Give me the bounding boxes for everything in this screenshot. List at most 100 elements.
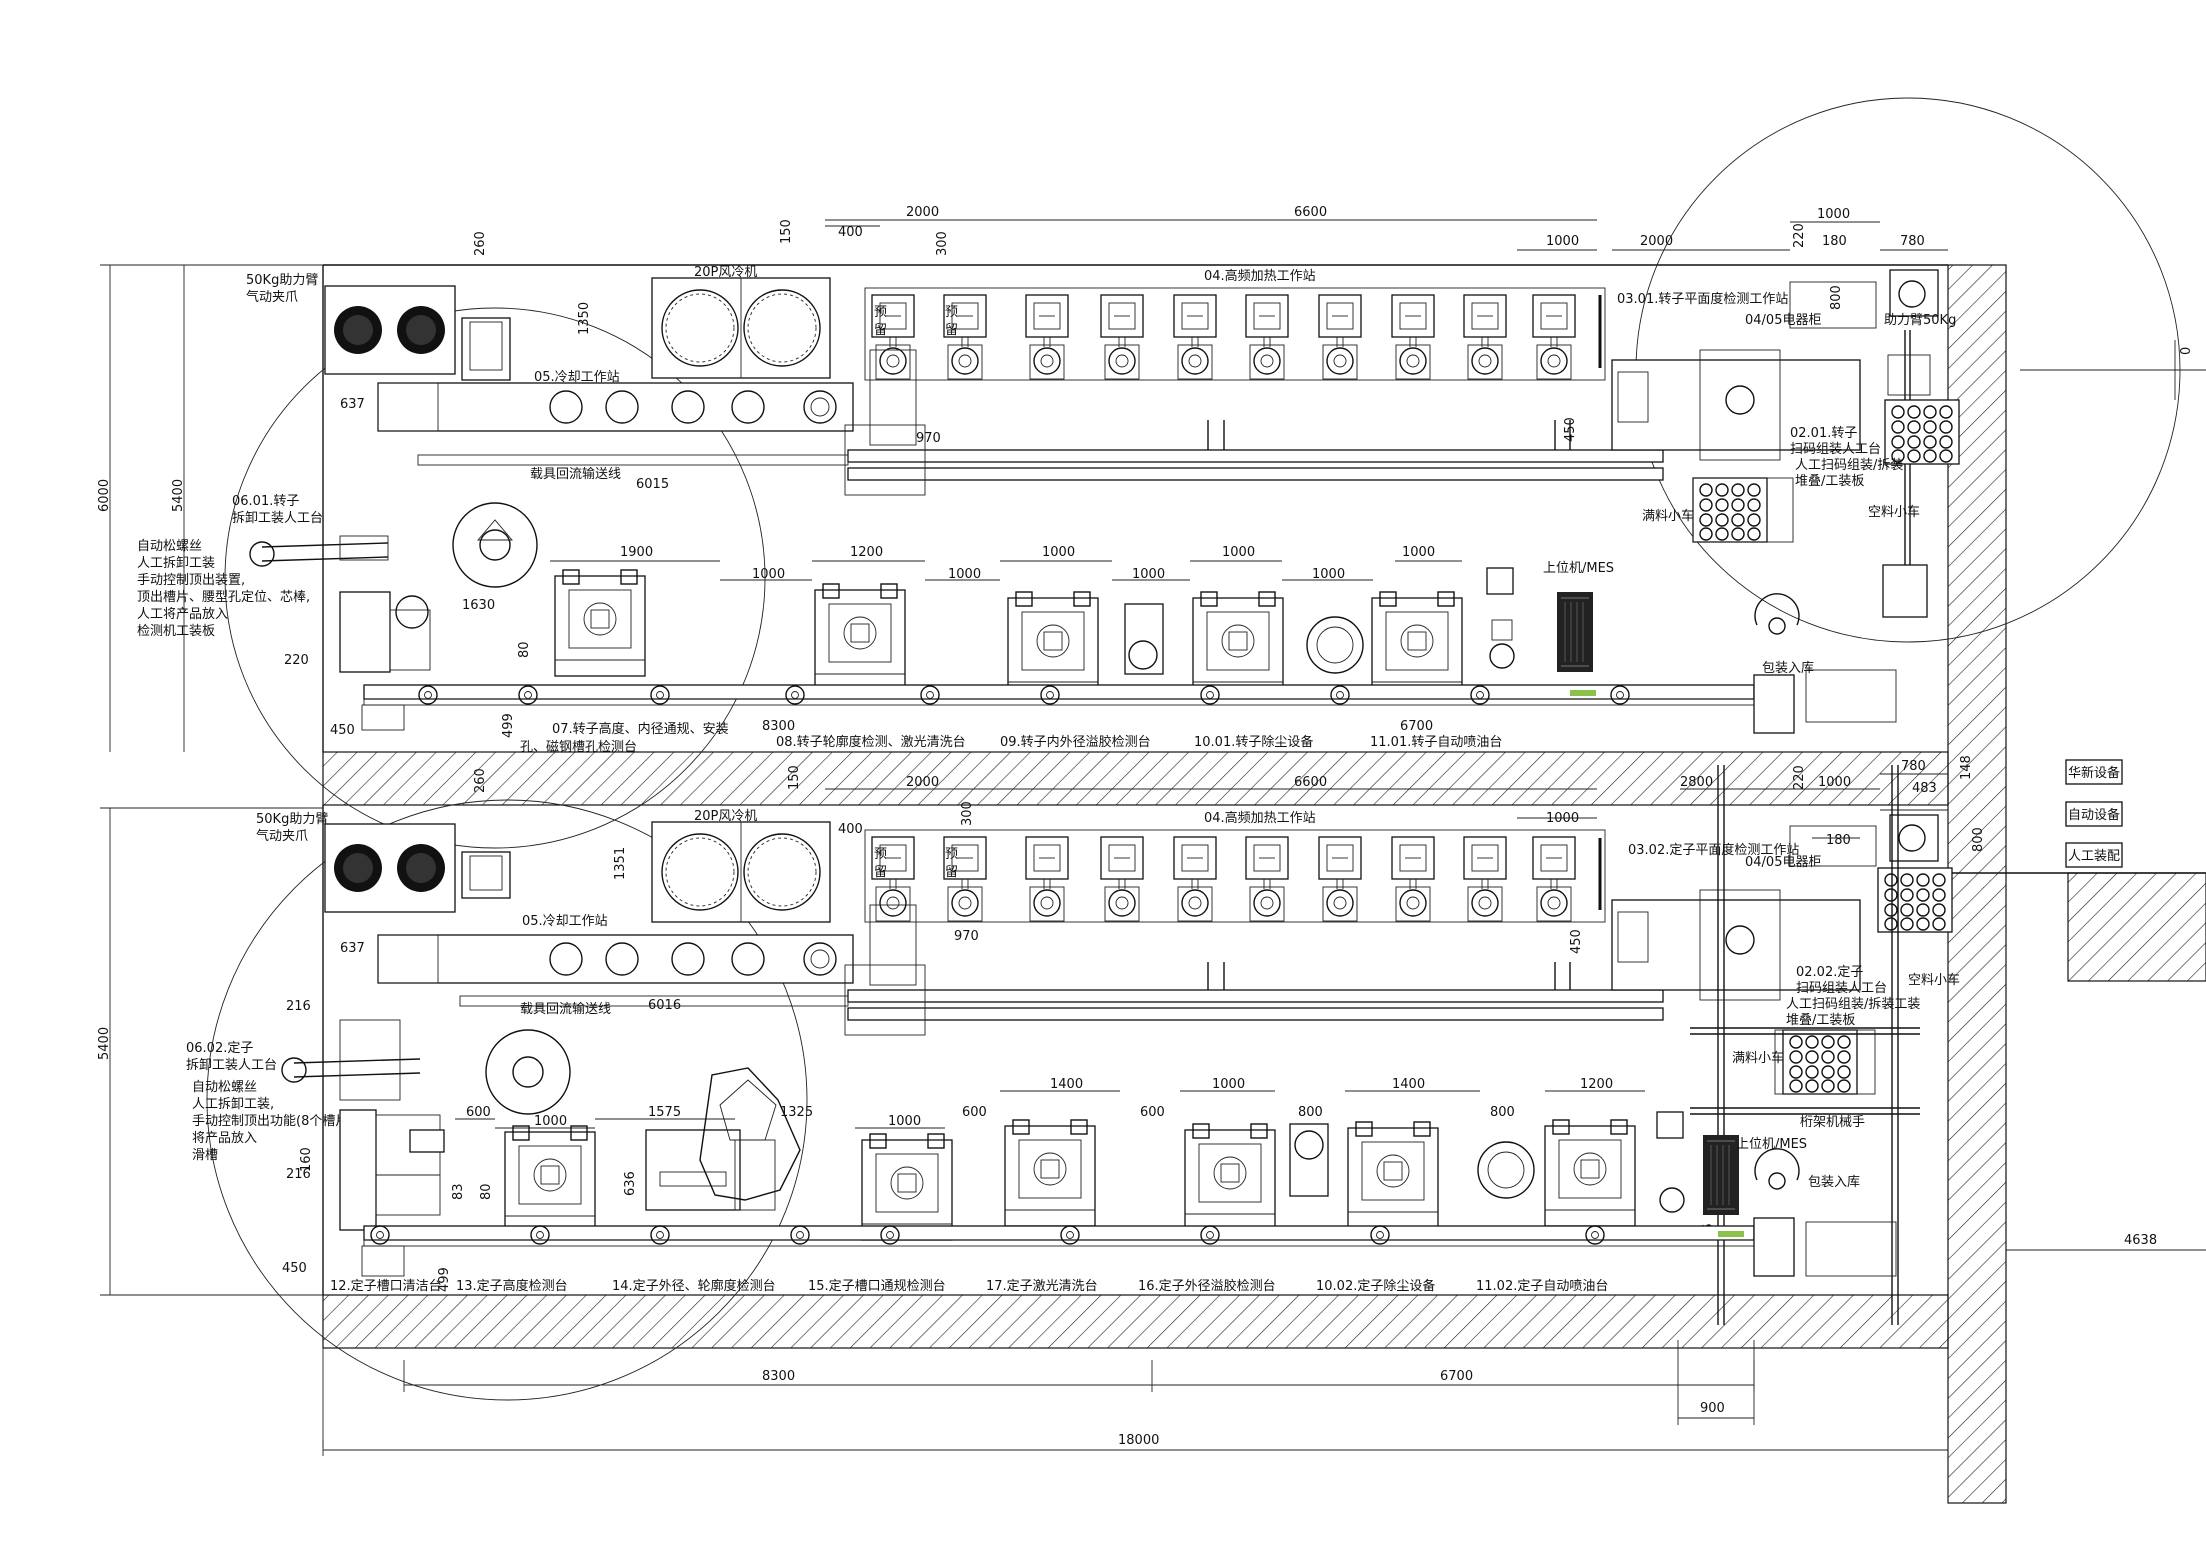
dim-8300: 8300 bbox=[762, 719, 795, 734]
dim-b-220: 220 bbox=[1792, 765, 1807, 790]
st0202-1: 02.02.定子 bbox=[1796, 965, 1863, 980]
dim-top-6015: 6015 bbox=[636, 477, 669, 492]
arm-label-bot-2: 气动夹爪 bbox=[256, 828, 308, 844]
dim-220: 220 bbox=[284, 653, 309, 668]
dim-top-180: 180 bbox=[1822, 234, 1847, 249]
dim-s-900: 900 bbox=[1700, 1401, 1725, 1416]
st0601-2: 拆卸工装人工台 bbox=[232, 510, 323, 526]
dim-s-800a: 800 bbox=[1298, 1105, 1323, 1120]
station-1001-machine bbox=[1192, 591, 1284, 699]
station-1101-machine bbox=[1371, 591, 1463, 699]
hf-unit bbox=[1463, 294, 1507, 380]
dim-top-6600: 6600 bbox=[1294, 205, 1327, 220]
cooling-top-label: 05.冷却工作站 bbox=[534, 370, 620, 385]
st17-caption: 17.定子激光清洗台 bbox=[986, 1279, 1098, 1294]
reserve-char-d: 留 bbox=[945, 323, 958, 338]
hf-unit bbox=[1318, 836, 1362, 922]
dim-s-83: 83 bbox=[451, 1183, 466, 1200]
note-top-3: 手动控制顶出装置, bbox=[137, 573, 245, 588]
dim-b-260: 260 bbox=[473, 768, 488, 793]
dim-top-0: 0 bbox=[2179, 347, 2194, 355]
st0601-1: 06.01.转子 bbox=[232, 494, 299, 509]
dim-s-1400b: 1400 bbox=[1392, 1077, 1425, 1092]
server-rack-icon bbox=[1702, 1134, 1740, 1216]
legend-huaxin: 华新设备 bbox=[2068, 765, 2120, 781]
dim-s-600c: 600 bbox=[1140, 1105, 1165, 1120]
note-bot-5: 滑槽 bbox=[192, 1148, 218, 1163]
st0602-2: 拆卸工装人工台 bbox=[186, 1057, 277, 1073]
legend-manual: 人工装配 bbox=[2068, 849, 2120, 864]
hf-unit bbox=[1100, 294, 1144, 380]
dim-b-637: 637 bbox=[340, 941, 365, 956]
note-bot-4: 将产品放入 bbox=[192, 1131, 257, 1146]
dim-s-1000c: 1000 bbox=[1212, 1077, 1245, 1092]
dim-s-450: 450 bbox=[282, 1261, 307, 1276]
bottom-dimensions: 8300 6700 900 18000 4638 bbox=[322, 1233, 2206, 1456]
st09-caption: 09.转子内外径溢胶检测台 bbox=[1000, 734, 1151, 750]
dim-b-150: 150 bbox=[787, 765, 802, 790]
hf-unit bbox=[1173, 836, 1217, 922]
fan-icon bbox=[324, 285, 456, 375]
tray-bot-full bbox=[1782, 1029, 1858, 1095]
reserve-char-e: 预 bbox=[874, 847, 887, 862]
station-13-machine bbox=[504, 1125, 596, 1233]
full-cart-bot: 满料小车 bbox=[1732, 1050, 1784, 1066]
st14-caption: 14.定子外径、轮廓度检测台 bbox=[612, 1278, 776, 1294]
st0202-2: 扫码组装人工台 bbox=[1796, 981, 1887, 996]
arm-label-top-1: 50Kg助力臂 bbox=[246, 273, 318, 288]
flat-top-label: 03.01.转子平面度检测工作站 bbox=[1617, 291, 1788, 307]
empty-cart-bot: 空料小车 bbox=[1908, 972, 1960, 988]
dim-80: 80 bbox=[517, 641, 532, 658]
dim-b-1000: 1000 bbox=[1546, 811, 1579, 826]
st07-2: 孔、磁钢槽孔检测台 bbox=[520, 740, 637, 755]
arm50-right-label: 助力臂50Kg bbox=[1884, 313, 1956, 328]
tray-top-right bbox=[1884, 399, 1960, 465]
dim-1000g: 1000 bbox=[1312, 567, 1345, 582]
station-09-machine bbox=[1007, 591, 1099, 699]
bottom-section: 2000 6600 400 1000 2800 1000 780 483 180… bbox=[186, 755, 1986, 1325]
dim-b-2800: 2800 bbox=[1680, 775, 1713, 790]
hf-unit bbox=[1245, 294, 1289, 380]
station-08-machine bbox=[814, 583, 906, 691]
dim-b-483: 483 bbox=[1912, 781, 1937, 796]
reserve-char-g: 预 bbox=[945, 847, 958, 862]
dim-1000e: 1000 bbox=[948, 567, 981, 582]
dim-1630: 1630 bbox=[462, 598, 495, 613]
walls bbox=[322, 264, 2206, 1504]
hf-bot-label: 04.高频加热工作站 bbox=[1204, 810, 1316, 826]
st0201-2: 扫码组装人工台 bbox=[1790, 442, 1881, 457]
dim-top-150: 150 bbox=[779, 219, 794, 244]
dim-s-636: 636 bbox=[623, 1171, 638, 1196]
hf-unit bbox=[1318, 294, 1362, 380]
station-16-machine bbox=[1184, 1123, 1276, 1231]
mes-bot-label: 上位机/MES bbox=[1736, 1137, 1807, 1152]
note-top-2: 人工拆卸工装 bbox=[137, 555, 215, 571]
reserve-char-c: 预 bbox=[945, 305, 958, 320]
dim-b-216: 216 bbox=[286, 999, 311, 1014]
reserve-char-b: 留 bbox=[874, 323, 887, 338]
dim-1000b: 1000 bbox=[1222, 545, 1255, 560]
dim-top-400: 400 bbox=[838, 225, 863, 240]
dim-b-2000: 2000 bbox=[906, 775, 939, 790]
dim-s-18000: 18000 bbox=[1118, 1433, 1159, 1448]
st15-caption: 15.定子槽口通规检测台 bbox=[808, 1279, 946, 1294]
dim-s-1575: 1575 bbox=[648, 1105, 681, 1120]
dim-top-780: 780 bbox=[1900, 234, 1925, 249]
cooling-bot-label: 05.冷却工作站 bbox=[522, 914, 608, 929]
legend-auto: 自动设备 bbox=[2068, 807, 2120, 823]
hf-unit bbox=[1173, 294, 1217, 380]
st1001-caption: 10.01.转子除尘设备 bbox=[1194, 734, 1313, 750]
st08-caption: 08.转子轮廓度检测、激光清洗台 bbox=[776, 734, 966, 750]
dim-1000f: 1000 bbox=[1132, 567, 1165, 582]
station-17-machine bbox=[1004, 1119, 1096, 1227]
st12-caption: 12.定子槽口清洁台 bbox=[330, 1279, 442, 1294]
dim-b-300: 300 bbox=[960, 801, 975, 826]
hf-unit bbox=[1532, 294, 1576, 380]
dim-s-216: 216 bbox=[286, 1167, 311, 1182]
hf-unit bbox=[1391, 836, 1435, 922]
st0202-3: 人工扫码组装/拆装工装 bbox=[1786, 997, 1920, 1012]
dim-top-260: 260 bbox=[473, 231, 488, 256]
reserve-char-h: 留 bbox=[945, 865, 958, 880]
dim-s-6700: 6700 bbox=[1440, 1369, 1473, 1384]
